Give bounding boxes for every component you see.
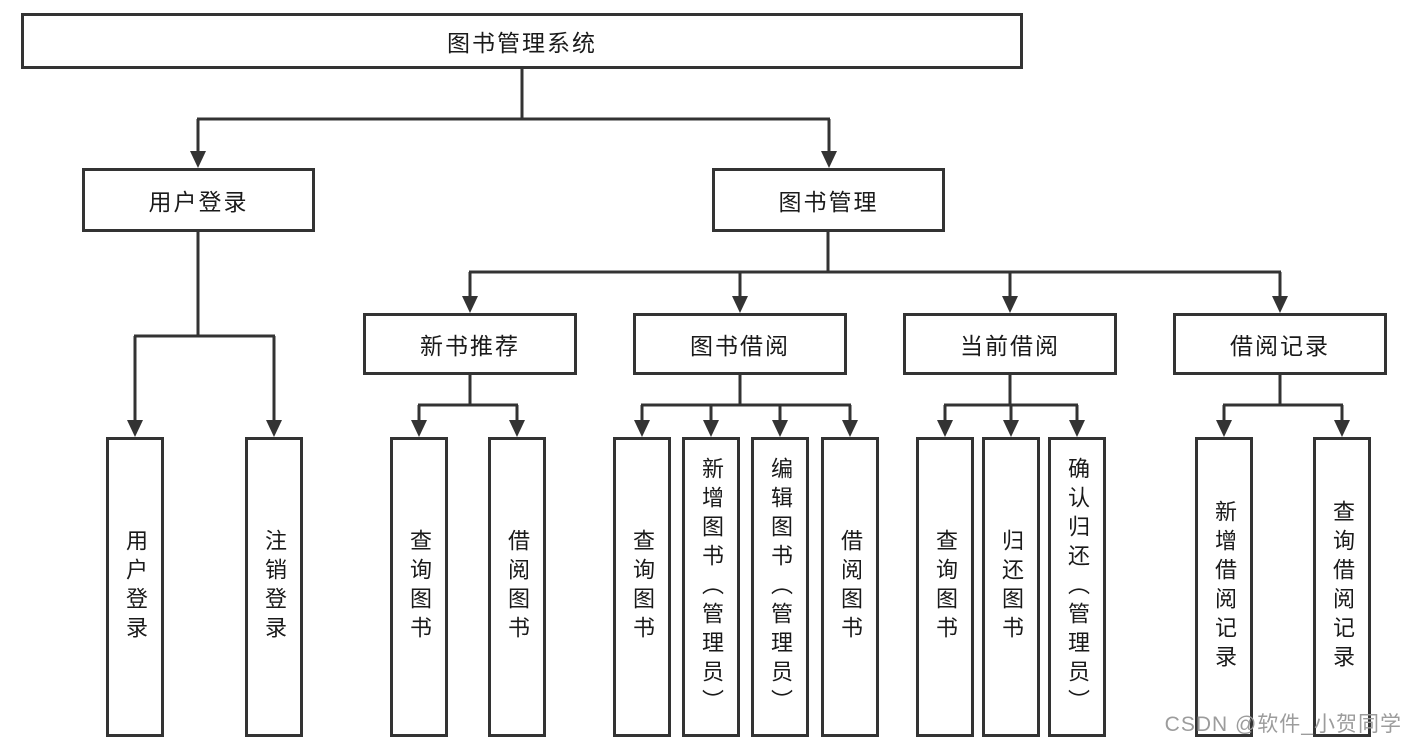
- node-current-borrowing: 当前借阅: [903, 313, 1117, 375]
- leaf-borrowing-query-books: 查询图书: [613, 437, 671, 737]
- csdn-watermark: CSDN @软件_小贺同学: [1164, 713, 1402, 736]
- leaf-newbook-borrow-books: 借阅图书: [488, 437, 546, 737]
- leaf-logout: 注销登录: [245, 437, 303, 737]
- leaf-newbook-query-books: 查询图书: [390, 437, 448, 737]
- leaf-records-query-borrow-record: 查询借阅记录: [1313, 437, 1371, 737]
- leaf-current-return-books: 归还图书: [982, 437, 1040, 737]
- node-user-login: 用户登录: [82, 168, 315, 232]
- leaf-user-login: 用户登录: [106, 437, 164, 737]
- node-book-management: 图书管理: [712, 168, 945, 232]
- arrowhead-icons: [127, 151, 1350, 437]
- leaf-current-query-books: 查询图书: [916, 437, 974, 737]
- leaf-records-add-borrow-record: 新增借阅记录: [1195, 437, 1253, 737]
- leaf-current-confirm-return-admin: 确认归还（管理员）: [1048, 437, 1106, 737]
- node-borrow-records: 借阅记录: [1173, 313, 1387, 375]
- node-library-management-system: 图书管理系统: [21, 13, 1023, 69]
- leaf-borrowing-add-books-admin: 新增图书（管理员）: [682, 437, 740, 737]
- leaf-borrowing-borrow-books: 借阅图书: [821, 437, 879, 737]
- node-book-borrowing: 图书借阅: [633, 313, 847, 375]
- node-new-book-recommend: 新书推荐: [363, 313, 577, 375]
- leaf-borrowing-edit-books-admin: 编辑图书（管理员）: [751, 437, 809, 737]
